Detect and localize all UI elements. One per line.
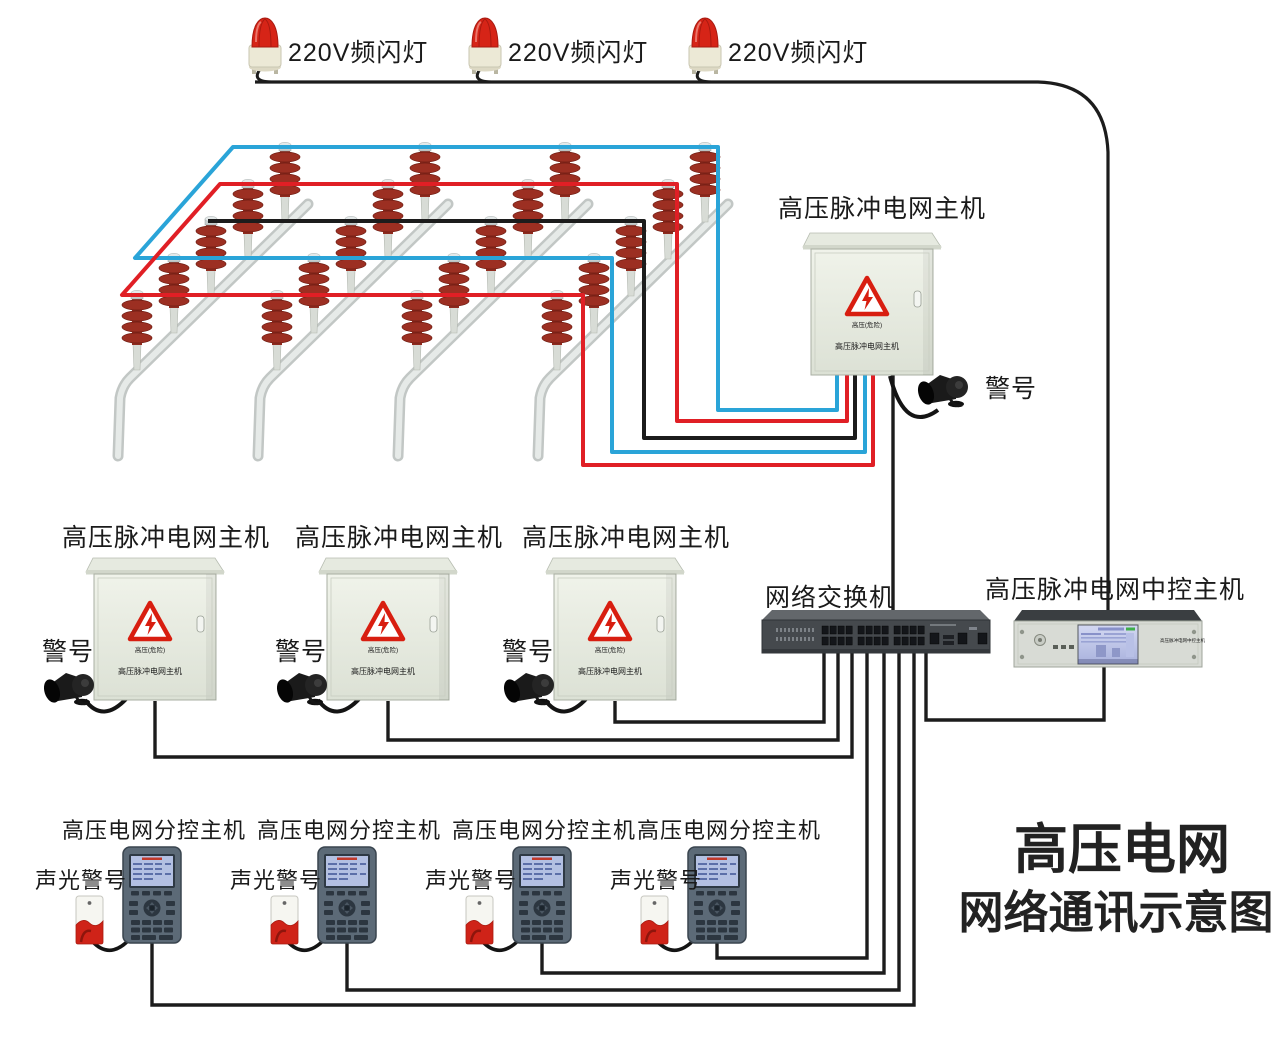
pulse-host-cabinet-1: 高压(危险) 高压脉冲电网主机 (85, 557, 225, 701)
title-line-2: 网络通讯示意图 (958, 887, 1273, 938)
network-switch-label: 网络交换机 (765, 584, 895, 612)
pulse-host-label-3: 高压脉冲电网主机 (522, 524, 730, 552)
network-switch: 网络交换机 (761, 584, 991, 654)
network-cables (150, 373, 1106, 1007)
sub-host-label-1: 高压电网分控主机 (62, 818, 246, 843)
strobe-circuit: 220V频闪灯 220V频闪灯 220V频闪灯 (248, 17, 1110, 616)
pulse-host-cabinet-3: 高压(危险) 高压脉冲电网主机 (545, 557, 685, 701)
strobe-label-2: 220V频闪灯 (508, 39, 648, 67)
cable-cabinet1-switch (153, 653, 854, 759)
pulse-host-main: 高压(危险) 高压脉冲电网主机 高压脉冲电网主机 警号 (778, 195, 1037, 420)
cable-cabinet2-switch (386, 653, 840, 742)
strobe-wire (255, 80, 1110, 616)
sub-host-device-4 (687, 846, 747, 944)
cable-switch-subhost4 (715, 653, 869, 960)
alarm-label-1: 警号 (42, 638, 94, 666)
sub-host-label-3: 高压电网分控主机 (452, 818, 636, 843)
sound-light-siren-icon (464, 894, 495, 946)
pulse-host-row: 高压(危险) 高压脉冲电网主机 高压(危险) 高压脉冲电网主机 高压(危险) 高… (39, 524, 730, 714)
fence-wire-black (208, 219, 857, 440)
sub-host-device-3 (512, 846, 572, 944)
alarm-label-3: 警号 (502, 638, 554, 666)
cable-cabinet3-switch (613, 653, 826, 724)
sound-light-alarm-label-2: 声光警号 (230, 868, 322, 893)
sound-light-siren-icon (74, 894, 105, 946)
pulse-host-cabinet: 高压(危险) 高压脉冲电网主机 (802, 232, 942, 376)
sub-host-label-4: 高压电网分控主机 (637, 818, 821, 843)
central-host-screen (1077, 624, 1139, 665)
warning-triangle-icon (587, 600, 633, 642)
alarm-label-2: 警号 (275, 638, 327, 666)
pulse-host-cabinet-2: 高压(危险) 高压脉冲电网主机 (318, 557, 458, 701)
warning-triangle-icon (127, 600, 173, 642)
alarm-wire (888, 375, 940, 420)
central-host-label: 高压脉冲电网中控主机 (985, 576, 1245, 604)
cabinet-warning-text: 高压(危险) (852, 320, 882, 329)
svg-text:高压(危险): 高压(危险) (595, 645, 625, 654)
svg-text:高压脉冲电网主机: 高压脉冲电网主机 (351, 666, 415, 676)
fence-wire-blue (133, 145, 867, 454)
fence-posts (112, 198, 734, 462)
cabinet-panel-text: 高压脉冲电网主机 (835, 341, 899, 351)
alarm-label-main: 警号 (985, 375, 1037, 403)
alarm-horn-icon (272, 671, 329, 707)
strobe-label-3: 220V频闪灯 (728, 39, 868, 67)
strobe-light-icon (468, 17, 502, 75)
cabinet-handle (656, 615, 665, 633)
central-host-panel-text: 高压脉冲电网中控主机 (1160, 637, 1205, 644)
fence-wires (120, 145, 875, 467)
strobe-label-1: 220V频闪灯 (288, 39, 428, 67)
cable-switch-subhost3 (540, 653, 886, 975)
alarm-horn-icon (913, 373, 970, 409)
sound-light-alarm-label-4: 声光警号 (610, 868, 702, 893)
alarm-horn-icon (39, 671, 96, 707)
cable-switch-centralhost (924, 653, 1106, 722)
sub-host-device-2 (317, 846, 377, 944)
strobe-light-icon (248, 17, 282, 75)
alarm-horn-icon (499, 671, 556, 707)
svg-text:高压(危险): 高压(危险) (368, 645, 398, 654)
svg-text:高压脉冲电网主机: 高压脉冲电网主机 (118, 666, 182, 676)
sound-light-siren-icon (639, 894, 670, 946)
svg-text:高压脉冲电网主机: 高压脉冲电网主机 (578, 666, 642, 676)
sound-light-alarm-label-3: 声光警号 (425, 868, 517, 893)
warning-triangle-icon (844, 275, 890, 317)
diagram-title: 高压电网 网络通讯示意图 (958, 820, 1273, 938)
fence-wire-red (120, 182, 875, 467)
cabinet-handle (429, 615, 438, 633)
sound-light-siren-icon (269, 894, 300, 946)
warning-triangle-icon (360, 600, 406, 642)
cable-switch-subhost1 (150, 653, 916, 1007)
cable-switch-subhost2 (345, 653, 901, 992)
pulse-host-label-1: 高压脉冲电网主机 (62, 524, 270, 552)
sub-host-label-2: 高压电网分控主机 (257, 818, 441, 843)
central-host: 高压脉冲电网中控主机 高压脉冲电网中控主机 (985, 576, 1245, 668)
pulse-host-main-label: 高压脉冲电网主机 (778, 195, 986, 223)
switch-leds (776, 628, 814, 641)
strobe-light-icon (688, 17, 722, 75)
cabinet-handle (196, 615, 205, 633)
sub-host-row: 高压电网分控主机 高压电网分控主机 高压电网分控主机 高压电网分控主机 声光警号… (35, 818, 821, 953)
pulse-host-label-2: 高压脉冲电网主机 (295, 524, 503, 552)
electric-fence (112, 141, 875, 467)
title-line-1: 高压电网 (1014, 820, 1230, 880)
switch-ports (821, 624, 988, 646)
cabinet-handle (913, 290, 922, 308)
sound-light-alarm-label-1: 声光警号 (35, 868, 127, 893)
svg-text:高压(危险): 高压(危险) (135, 645, 165, 654)
sub-host-device-1 (122, 846, 182, 944)
